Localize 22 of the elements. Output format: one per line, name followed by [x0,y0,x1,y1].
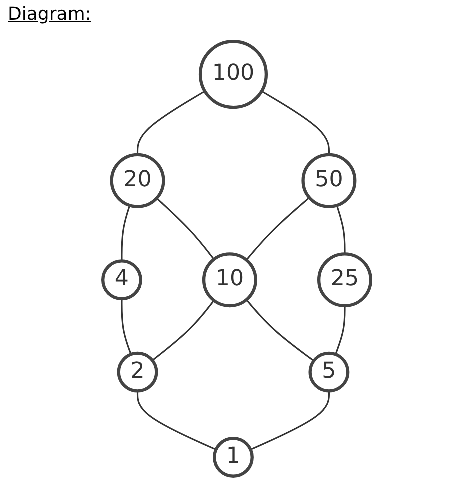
connector [336,205,346,254]
node-circle: 4 [102,260,142,301]
connector [261,90,330,155]
node-circle: 10 [202,252,258,308]
connector [246,197,310,261]
connector [335,306,346,355]
connector [121,299,132,355]
node-circle: 25 [318,252,372,308]
connector [250,391,330,451]
node-circle: 5 [308,352,350,393]
node-circle: 2 [117,352,158,393]
connector [136,90,206,155]
node-circle: 100 [198,40,268,110]
connector [121,205,131,262]
node-circle: 1 [213,437,254,478]
connector [156,198,215,260]
node-circle: 50 [302,153,357,208]
node-circle: 20 [110,153,166,208]
connector [152,300,215,362]
connector [246,299,314,362]
connector [136,391,217,451]
diagram-title: Diagram: [8,4,92,25]
